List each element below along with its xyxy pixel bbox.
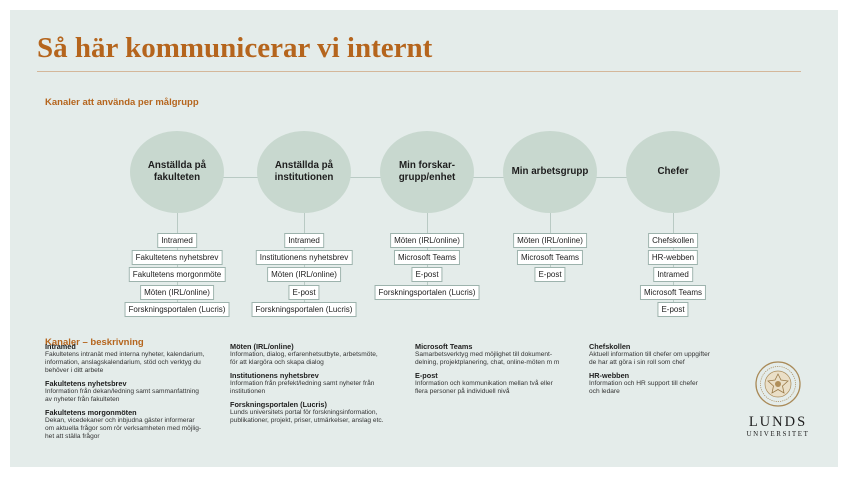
- channel-description-title: Forskningsportalen (Lucris): [230, 400, 327, 409]
- channel-chip: Fakultetens morgonmöte: [128, 267, 226, 283]
- channel-chip: Intramed: [284, 233, 324, 248]
- channel-chip: Intramed: [157, 233, 197, 248]
- channel-chip: Möten (IRL/online): [140, 284, 214, 300]
- target-group-circle: Min arbetsgrupp: [503, 131, 597, 213]
- channel-description-text: Information från dekan/ledning samt samm…: [45, 388, 199, 403]
- channel-description-text: Fakultetens intranät med interna nyheter…: [45, 351, 205, 374]
- section-heading-groups: Kanaler att använda per målgrupp: [45, 97, 199, 108]
- channel-description-title: Microsoft Teams: [415, 342, 473, 351]
- channel-chip: Microsoft Teams: [639, 284, 707, 300]
- channel-chip: E-post: [534, 267, 566, 283]
- title-divider: [37, 71, 801, 72]
- channel-description-title: Fakultetens morgonmöten: [45, 408, 137, 417]
- channel-chip: E-post: [288, 284, 320, 300]
- channel-description-text: Information, dialog, erfarenhetsutbyte, …: [230, 351, 378, 366]
- section-heading-descriptions: Kanaler – beskrivning: [45, 337, 144, 348]
- university-seal-icon: [755, 361, 801, 407]
- channel-chip: Forskningsportalen (Lucris): [251, 301, 357, 317]
- channel-description-title: Intramed: [45, 342, 76, 351]
- channel-description-text: Dekan, vicedekaner och inbjudna gäster i…: [45, 417, 202, 440]
- channel-chip: Möten (IRL/online): [513, 233, 587, 248]
- channel-chip: Forskningsportalen (Lucris): [124, 301, 230, 317]
- channel-description-text: Information och HR support till chefer o…: [589, 380, 698, 395]
- channel-chip: Microsoft Teams: [393, 250, 461, 266]
- channel-description-text: Lunds universitets portal för forsknings…: [230, 409, 384, 424]
- channel-chip: Möten (IRL/online): [390, 233, 464, 248]
- channel-chip: Institutionens nyhetsbrev: [255, 250, 353, 266]
- channel-description-text: Samarbetsverktyg med möjlighet till doku…: [415, 351, 560, 366]
- channel-chip: Möten (IRL/online): [267, 267, 341, 283]
- target-group-circle: Anställda på fakulteten: [130, 131, 224, 213]
- channel-chip: Intramed: [653, 267, 693, 283]
- channel-chip: Microsoft Teams: [516, 250, 584, 266]
- logo-wordmark-universitet: UNIVERSITET: [746, 430, 810, 438]
- channel-chip: Forskningsportalen (Lucris): [374, 284, 480, 300]
- channel-chip: Chefskollen: [648, 233, 698, 248]
- channel-description-title: HR-webben: [589, 371, 630, 380]
- channel-description-title: Chefskollen: [589, 342, 631, 351]
- target-group-circle: Min forskar- grupp/enhet: [380, 131, 474, 213]
- target-group-circle: Anställda på institutionen: [257, 131, 351, 213]
- channel-chip: HR-webben: [647, 250, 699, 266]
- channel-description-title: E-post: [415, 371, 438, 380]
- description-column: Möten (IRL/online)Information, dialog, e…: [230, 342, 410, 429]
- target-group-circle: Chefer: [626, 131, 720, 213]
- channel-chip: E-post: [411, 267, 443, 283]
- page-title: Så här kommunicerar vi internt: [37, 32, 433, 64]
- channel-description-text: Information och kommunikation mellan två…: [415, 380, 553, 395]
- channel-description-title: Institutionens nyhetsbrev: [230, 371, 319, 380]
- channel-description-title: Fakultetens nyhetsbrev: [45, 379, 127, 388]
- channel-chip: Fakultetens nyhetsbrev: [131, 250, 223, 266]
- lunds-universitet-logo: LUNDS UNIVERSITET: [741, 361, 815, 439]
- logo-wordmark-lunds: LUNDS: [748, 414, 808, 430]
- channel-description-text: Information från prefekt/ledning samt ny…: [230, 380, 375, 395]
- channel-description-title: Möten (IRL/online): [230, 342, 294, 351]
- channel-description-text: Aktuell information till chefer om uppgi…: [589, 351, 710, 366]
- channel-chip: E-post: [657, 301, 689, 317]
